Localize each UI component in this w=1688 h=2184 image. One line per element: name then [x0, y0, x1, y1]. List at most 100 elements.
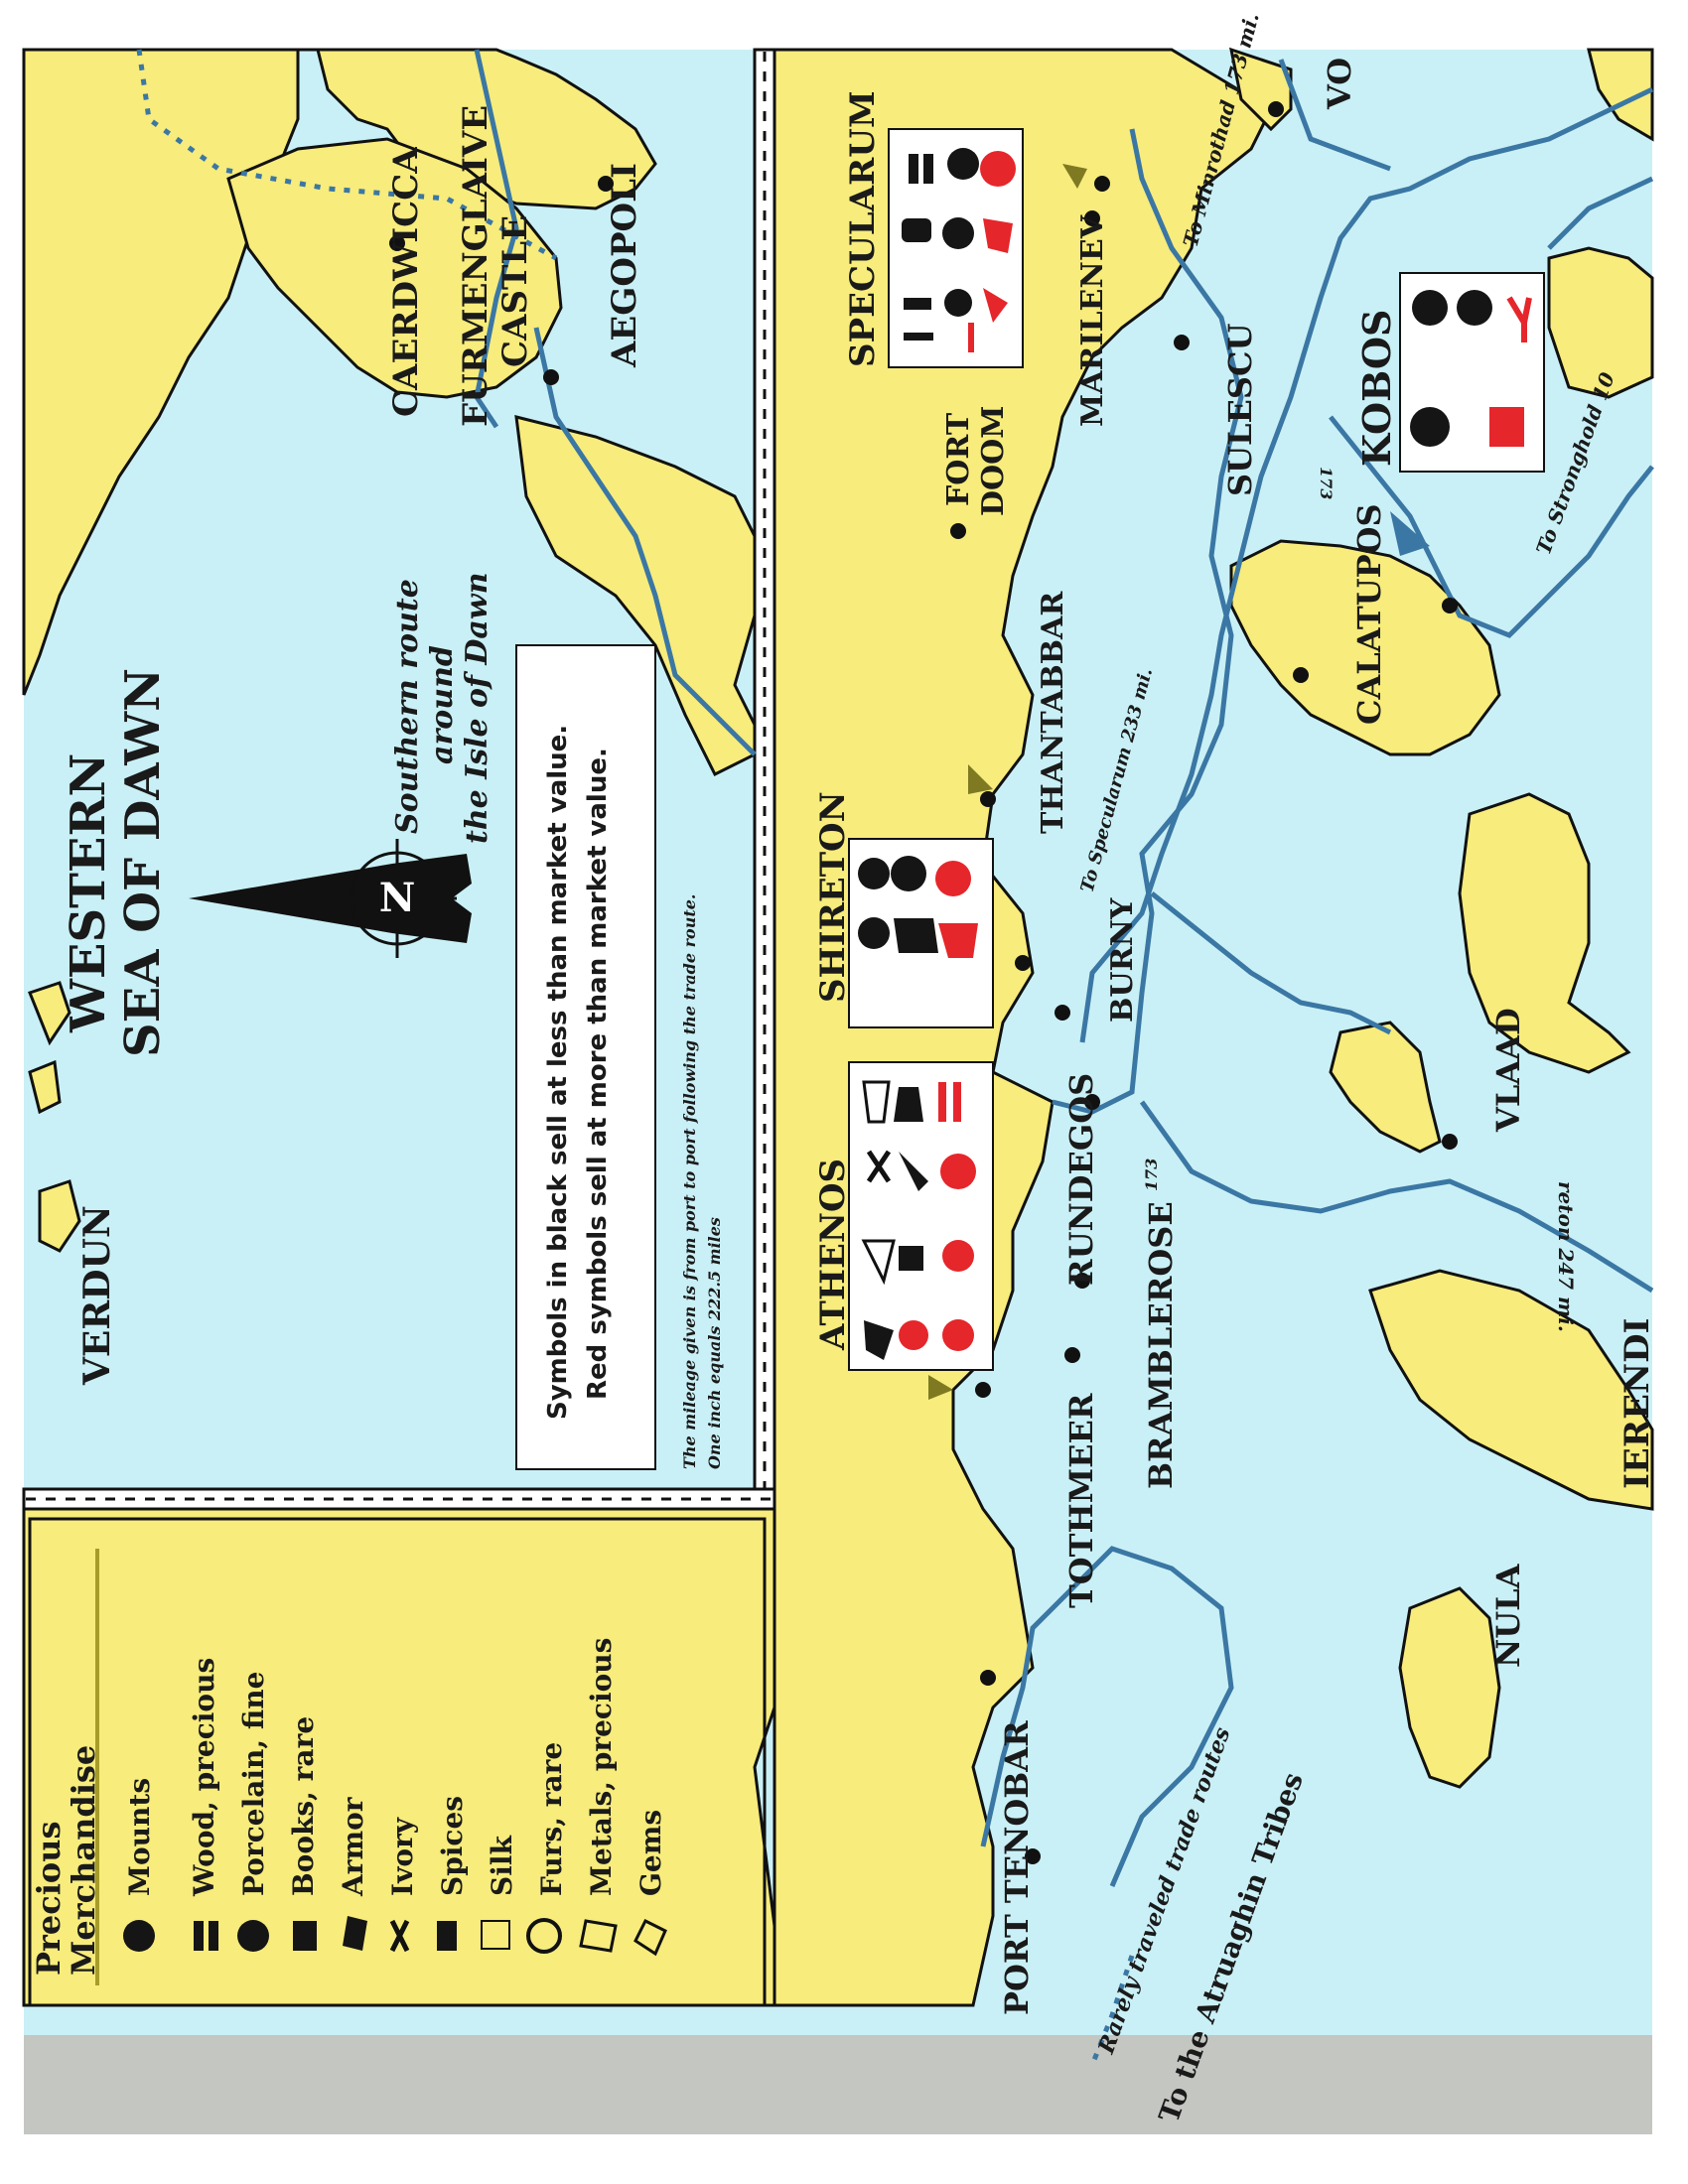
label-aegopoli: AEGOPOLI — [605, 163, 644, 368]
ingot-icon — [579, 1919, 618, 1953]
land-coast-main — [773, 48, 1273, 2007]
label-mile-173-b: 173 — [1142, 1159, 1161, 1191]
route-calatupos — [1150, 891, 1392, 1035]
route-main — [533, 327, 757, 756]
label-furmenglaive-2: CASTLE — [495, 215, 535, 367]
label-mile-173-a: 173 — [1317, 467, 1336, 499]
specularum-goods — [902, 148, 1016, 352]
label-athenos: ATHENOS — [813, 1159, 853, 1351]
label-port-tenobar: PORT TENOBAR — [998, 1720, 1036, 2015]
route-southern — [474, 49, 519, 429]
scale-note: One inch equals 222.5 miles — [705, 1217, 724, 1469]
label-sulescu: SULESCU — [1221, 324, 1259, 496]
legend-item-10: Gems — [634, 1810, 667, 1896]
route-coastal — [1052, 128, 1244, 1115]
teapot-icon — [237, 1920, 269, 1952]
route-east-far — [1547, 176, 1654, 250]
label-vo: VO — [1321, 58, 1358, 110]
route-dashed-atruaghin — [1089, 1955, 1135, 2066]
port-arrows — [928, 164, 1430, 1400]
label-caerdwicca: CAERDWICCA — [386, 147, 426, 417]
route-tenobar — [980, 1546, 1234, 1887]
isle-nula — [1398, 1586, 1501, 1789]
legend-item-8: Furs, rare — [535, 1742, 568, 1896]
town-dots — [389, 101, 1458, 1864]
logs-icon — [194, 1921, 204, 1951]
southern-route-line3: the Isle of Dawn — [460, 572, 494, 844]
label-bramblerose: BRAMBLEROSE — [1142, 1201, 1180, 1489]
mileage-note: The mileage given is from port to port f… — [680, 894, 699, 1469]
gem-icon — [633, 1918, 667, 1957]
label-shireton: SHIRETON — [813, 791, 853, 1003]
label-thantabbar: THANTABBAR — [1036, 591, 1070, 834]
label-fort-1: FORT — [941, 412, 976, 506]
kobos-goods — [1410, 290, 1532, 447]
legend-item-2: Porcelain, fine — [237, 1672, 270, 1896]
route-kobos — [1329, 415, 1654, 638]
compass-letter: N — [379, 875, 416, 921]
legend-item-5: Ivory — [386, 1817, 419, 1896]
grinder-icon — [437, 1921, 457, 1951]
legend-title-2: Merchandise — [65, 1745, 102, 1976]
isle-small-2 — [28, 1059, 62, 1115]
label-ierendi: IERENDI — [1618, 1318, 1657, 1489]
label-kobos: KOBOS — [1354, 310, 1399, 467]
isle-mid — [1458, 792, 1631, 1074]
land-northwest — [22, 48, 300, 696]
legend-item-6: Spices — [436, 1796, 469, 1896]
isle-verdun — [38, 1179, 81, 1253]
land-north — [24, 48, 657, 210]
southern-route-line2: around — [425, 645, 460, 764]
label-marilenev: MARILENEV — [1075, 214, 1110, 427]
label-verdun: VERDUN — [76, 1205, 118, 1386]
sea-name-line2: SEA OF DAWN — [115, 668, 171, 1057]
legend-note-line1: Symbols in black sell at less than marke… — [543, 725, 573, 1420]
southern-route-line1: Southern route — [390, 579, 425, 834]
athenos-goods — [861, 1080, 976, 1360]
land-kobos-east — [1547, 246, 1654, 399]
label-fort-2: DOOM — [976, 406, 1011, 517]
fur-icon — [526, 1918, 562, 1954]
label-specularum: SPECULARUM — [843, 90, 883, 367]
legend-item-0: Mounts — [123, 1778, 156, 1896]
label-burny: BURNY — [1105, 897, 1140, 1023]
label-vlaad: VLAAD — [1489, 1008, 1527, 1133]
isle-calatupos — [1229, 539, 1501, 756]
legend-item-9: Metals, precious — [585, 1638, 618, 1896]
label-calatupos: CALATUPOS — [1350, 503, 1388, 725]
route-dashed-north — [136, 49, 558, 261]
sea-name-line1: WESTERN — [61, 753, 116, 1033]
tusk-icon — [389, 1919, 410, 1953]
label-furmenglaive-1: FURMENGLAIVE — [456, 105, 495, 427]
isle-ierendi — [1368, 1269, 1654, 1511]
label-nula: NULA — [1489, 1563, 1527, 1668]
shireton-goods — [858, 856, 978, 958]
map-edge-gray — [24, 2035, 1652, 2134]
silk-icon — [481, 1920, 510, 1950]
label-rundegos: RUNDEGOS — [1062, 1073, 1100, 1286]
route-vlaad — [1139, 1100, 1654, 1294]
legend-note-box — [515, 644, 656, 1470]
compass-rose: N — [189, 839, 472, 958]
legend-border — [28, 1517, 767, 2007]
legend-item-4: Armor — [337, 1796, 369, 1897]
helmet-icon — [343, 1916, 367, 1951]
horse-head-icon — [123, 1920, 155, 1952]
legend-note-line2: Red symbols sell at more than market val… — [583, 748, 613, 1400]
legend-item-7: Silk — [486, 1836, 518, 1896]
label-tothmeer: TOTHMEER — [1062, 1393, 1100, 1608]
label-to-shireton: reton 247 mi. — [1554, 1181, 1578, 1332]
book-icon — [293, 1921, 317, 1951]
legend-icons — [123, 1916, 667, 1957]
legend: Precious Merchandise Mounts Wood, precio… — [30, 1638, 667, 1976]
land-far-east — [1587, 48, 1654, 142]
chain-border-horizontal — [22, 1487, 776, 1511]
legend-item-1: Wood, precious — [188, 1658, 220, 1897]
legend-item-3: Books, rare — [287, 1716, 320, 1896]
route-specularum — [1079, 86, 1654, 1043]
route-east-top — [1278, 59, 1391, 172]
isle-vlaad — [1329, 1021, 1442, 1154]
isle-small-1 — [28, 981, 71, 1046]
